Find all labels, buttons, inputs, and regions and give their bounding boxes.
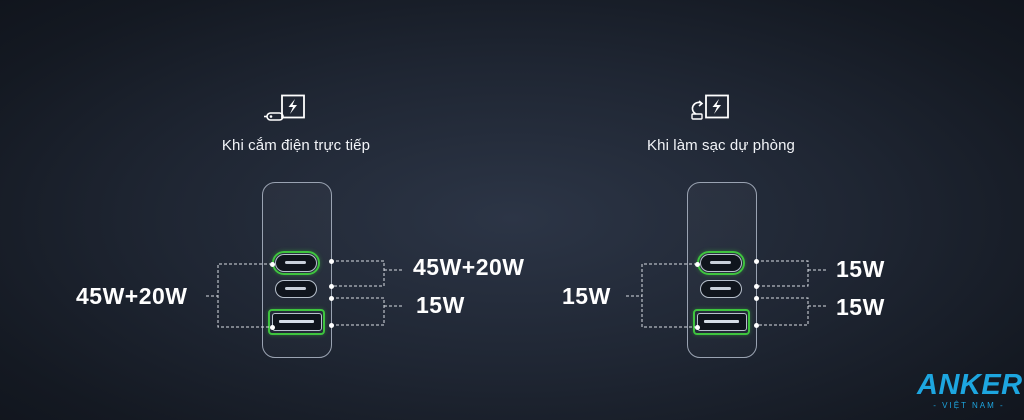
input-power-label: 15W bbox=[562, 283, 611, 309]
mode-label-direct: Khi cắm điện trực tiếp bbox=[221, 137, 371, 154]
plug-lightning-icon bbox=[264, 94, 305, 121]
charger-body bbox=[262, 182, 332, 358]
output-power-label-1: 15W bbox=[836, 256, 885, 282]
connector-lines bbox=[626, 260, 828, 328]
output-power-label-2: 15W bbox=[836, 294, 885, 320]
mode-label-power-bank: Khi làm sạc dự phòng bbox=[647, 137, 795, 154]
usb-c-port-1 bbox=[700, 254, 742, 272]
panel-direct-plug: Khi cắm điện trực tiếp 45W+20W 45W+20W 1… bbox=[76, 94, 465, 358]
output-power-label-2: 15W bbox=[416, 292, 465, 318]
panel-power-bank: Khi làm sạc dự phòng 15W 15W 15W bbox=[512, 0, 1024, 420]
brand-name: ANKER bbox=[917, 369, 1023, 401]
usb-a-port bbox=[697, 313, 747, 331]
brand-subtitle: - VIỆT NAM - bbox=[933, 401, 1005, 410]
usb-c-port-1 bbox=[275, 254, 317, 272]
input-power-label: 45W+20W bbox=[76, 283, 188, 309]
brand-logo: ANKER - VIỆT NAM - bbox=[917, 369, 1023, 411]
output-power-label-1: 45W+20W bbox=[413, 254, 525, 280]
usb-a-port bbox=[272, 313, 322, 331]
usb-c-port-2 bbox=[700, 280, 742, 298]
connector-lines bbox=[206, 260, 403, 328]
battery-lightning-icon bbox=[691, 94, 729, 120]
usb-c-port-2 bbox=[275, 280, 317, 298]
